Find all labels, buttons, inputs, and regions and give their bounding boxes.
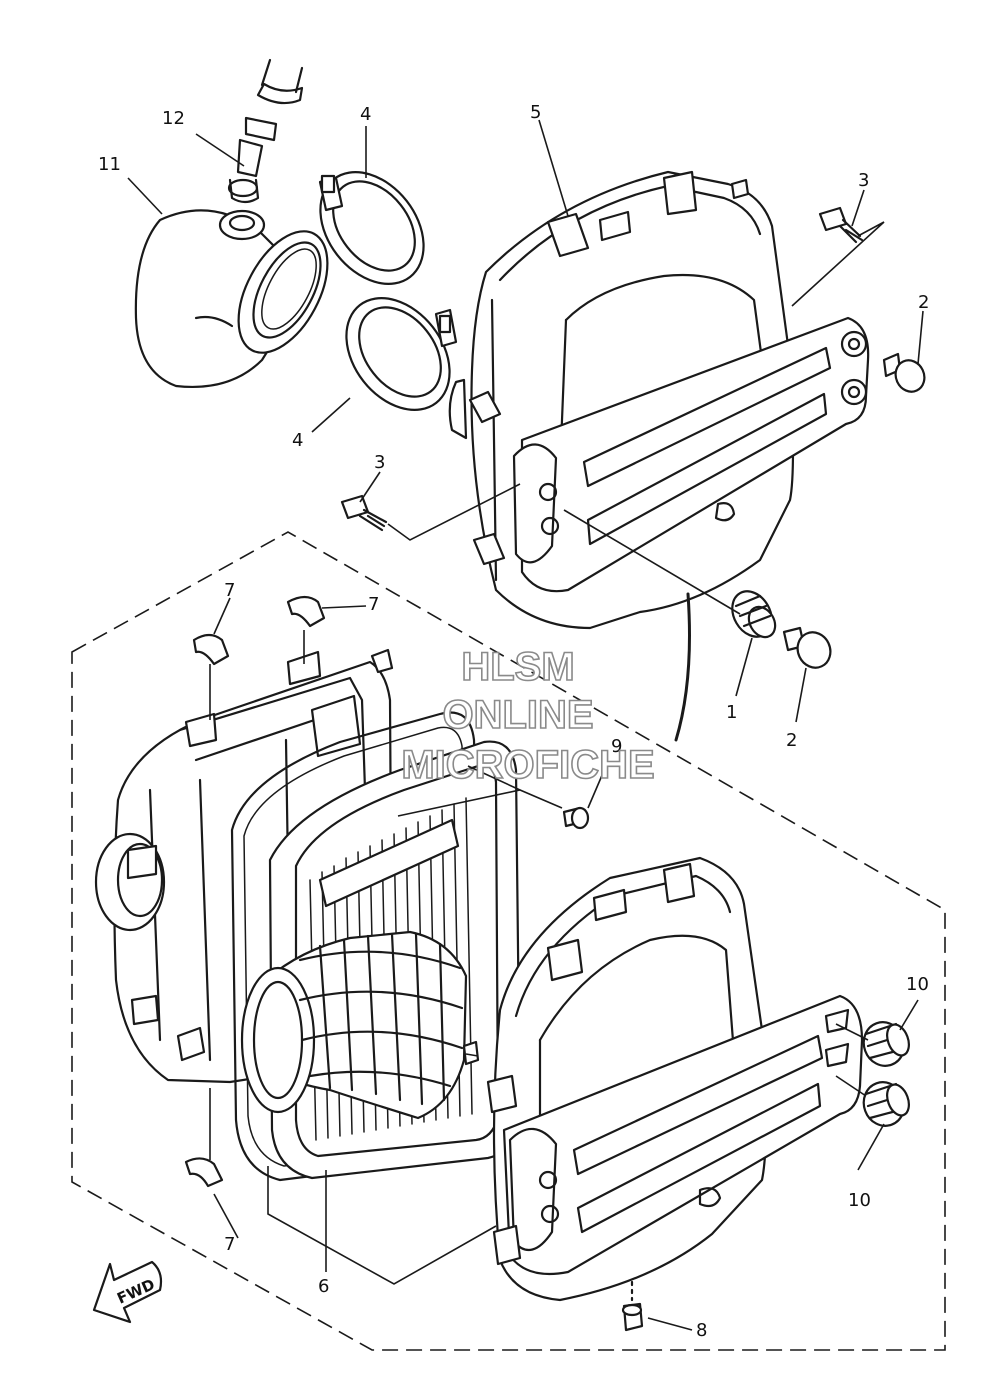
case-cover-lower xyxy=(462,856,864,1302)
callout-4-top: 4 xyxy=(360,104,371,125)
callout-2-lower: 2 xyxy=(786,730,797,751)
callout-8: 8 xyxy=(696,1320,707,1341)
intake-funnel xyxy=(240,930,468,1120)
callout-12: 12 xyxy=(162,108,185,129)
callout-10-bottom: 10 xyxy=(848,1190,871,1211)
watermark-line-1: HLSM xyxy=(461,645,574,689)
bolt-part-3-right xyxy=(818,206,864,244)
assembly-boundary xyxy=(71,531,946,1351)
callout-2-right: 2 xyxy=(918,292,929,313)
callout-7-right: 7 xyxy=(368,594,379,615)
callout-7-bottom: 7 xyxy=(224,1234,235,1255)
callout-10-top: 10 xyxy=(906,974,929,995)
leader-lines xyxy=(127,119,924,1331)
watermark: HLSM ONLINE MICROFICHE xyxy=(401,644,656,788)
watermark-line-2: ONLINE xyxy=(442,693,593,737)
screw-part-9 xyxy=(562,806,590,830)
assembly-link-arc xyxy=(674,592,691,742)
clip-part-7-right xyxy=(286,595,326,628)
screw-part-2-upper xyxy=(882,352,926,393)
case-cover-part-5 xyxy=(448,170,870,630)
callout-7-left: 7 xyxy=(224,580,235,601)
grommet-part-10-upper xyxy=(862,1021,910,1067)
hose-clamp-part-4-upper xyxy=(318,171,425,285)
drain-plug-part-8 xyxy=(621,1280,644,1332)
forward-direction-arrow: FWD xyxy=(92,1260,163,1324)
grommet-part-1 xyxy=(731,590,777,639)
hose-clamp-part-4-lower xyxy=(345,297,458,411)
watermark-line-3: MICROFICHE xyxy=(401,743,654,787)
grommet-part-10-lower xyxy=(862,1081,910,1127)
callout-4-bottom: 4 xyxy=(292,430,303,451)
callout-1: 1 xyxy=(726,702,737,723)
hose-fitting-part-12 xyxy=(227,58,304,204)
intake-joint-part-11 xyxy=(134,209,329,388)
callout-3-right: 3 xyxy=(858,170,869,191)
callout-5: 5 xyxy=(530,102,541,123)
bolt-part-3-left xyxy=(340,494,388,532)
callout-3-left: 3 xyxy=(374,452,385,473)
clip-part-7-left xyxy=(192,633,230,666)
clip-part-7-bottom xyxy=(184,1157,224,1188)
case-gasket xyxy=(230,711,486,1182)
callout-11: 11 xyxy=(98,154,121,175)
callout-6: 6 xyxy=(318,1276,329,1297)
screw-part-2-lower xyxy=(782,626,832,669)
callout-9: 9 xyxy=(611,736,622,757)
